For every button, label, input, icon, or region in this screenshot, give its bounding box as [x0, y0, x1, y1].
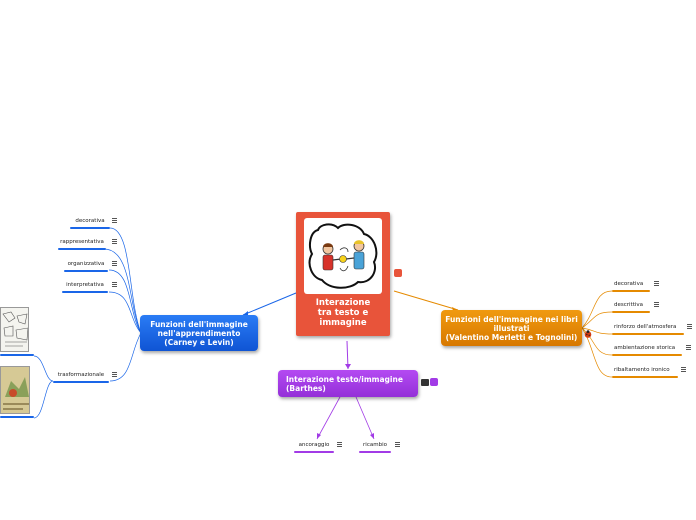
leaf-ricambio[interactable]: ricambio [363, 442, 387, 448]
leaf-underline [70, 227, 110, 229]
link-center-left [242, 292, 297, 316]
menu-icon[interactable] [337, 442, 342, 447]
menu-icon[interactable] [112, 372, 117, 377]
link-right-4 [581, 327, 613, 356]
leaf-ancoraggio[interactable]: ancoraggio [298, 442, 330, 448]
link-left-5 [109, 332, 142, 382]
leaf-underline [359, 451, 391, 453]
menu-icon[interactable] [681, 367, 686, 372]
leaf-underline [58, 248, 106, 250]
menu-icon[interactable] [112, 218, 117, 223]
topic-carney-levin-label: Funzioni dell'immagine nell'apprendiment… [150, 319, 248, 347]
link-left-1 [109, 227, 142, 334]
leaf-rinforzo-atmosfera[interactable]: rinforzo dell'atmosfera [614, 324, 677, 330]
leaf-interpretativa[interactable]: interpretativa [66, 282, 104, 288]
link-left-5c [33, 380, 54, 419]
tag-icon[interactable] [430, 378, 438, 391]
link-left-3 [108, 269, 142, 334]
link-bottom-1-arrow [317, 433, 321, 439]
leaf-decorativa-left[interactable]: decorativa [75, 218, 105, 224]
leaf-underline [612, 376, 678, 378]
menu-icon[interactable] [112, 282, 117, 287]
illustration-thumbnail[interactable] [0, 366, 30, 414]
leaf-rappresentativa[interactable]: rappresentativa [60, 239, 104, 245]
menu-icon[interactable] [112, 239, 117, 244]
topic-barthes[interactable]: Interazione testo/immagine (Barthes) [278, 370, 418, 397]
menu-icon[interactable] [687, 324, 692, 329]
leaf-underline [612, 333, 684, 335]
ladybug-icon[interactable] [584, 323, 592, 338]
link-bottom-2 [355, 396, 375, 440]
menu-icon[interactable] [654, 302, 659, 307]
link-right-2 [581, 311, 613, 329]
leaf-underline [0, 354, 34, 356]
topic-carney-levin[interactable]: Funzioni dell'immagine nell'apprendiment… [140, 315, 258, 351]
leaf-decorativa-right[interactable]: decorativa [614, 281, 644, 287]
leaf-ribaltamento-ironico[interactable]: ribaltamento ironico [614, 367, 670, 373]
menu-icon[interactable] [654, 281, 659, 286]
leaf-descrittiva[interactable]: descrittiva [614, 302, 644, 308]
illustration-thumbnail[interactable] [0, 307, 29, 352]
link-center-right [393, 290, 459, 311]
note-icon[interactable] [421, 379, 429, 386]
link-left-5b [33, 355, 54, 382]
menu-icon[interactable] [112, 261, 117, 266]
two-children-icon [304, 218, 382, 294]
topic-merletti-tognolini[interactable]: Funzioni dell'immagine nei libri illustr… [441, 310, 582, 346]
central-topic-label: Interazione tra testo e immagine [315, 298, 371, 328]
leaf-underline [612, 311, 650, 313]
leaf-underline [612, 354, 682, 356]
leaf-underline [53, 381, 109, 383]
leaf-underline [64, 270, 108, 272]
menu-icon[interactable] [395, 442, 400, 447]
link-left-2 [103, 248, 142, 334]
leaf-trasformazionale[interactable]: trasformazionale [57, 372, 105, 378]
share-icon[interactable] [394, 269, 402, 283]
link-center-bottom-arrow [345, 364, 351, 369]
leaf-underline [612, 290, 650, 292]
link-right-1 [581, 290, 613, 329]
topic-merletti-tognolini-label: Funzioni dell'immagine nei libri illustr… [445, 314, 578, 342]
leaf-underline [0, 416, 34, 418]
leaf-organizzativa[interactable]: organizzativa [67, 261, 105, 267]
menu-icon[interactable] [686, 345, 691, 350]
topic-barthes-label: Interazione testo/immagine (Barthes) [286, 374, 403, 393]
link-center-left-arrow [243, 311, 248, 315]
link-bottom-2-arrow [370, 433, 374, 439]
link-right-3 [581, 327, 613, 335]
link-bottom-1 [316, 396, 341, 440]
leaf-underline [62, 291, 108, 293]
leaf-underline [294, 451, 334, 453]
leaf-ambientazione-storica[interactable]: ambientazione storica [614, 345, 676, 351]
central-topic[interactable]: Interazione tra testo e immagine [296, 212, 390, 336]
link-left-4 [108, 291, 142, 334]
